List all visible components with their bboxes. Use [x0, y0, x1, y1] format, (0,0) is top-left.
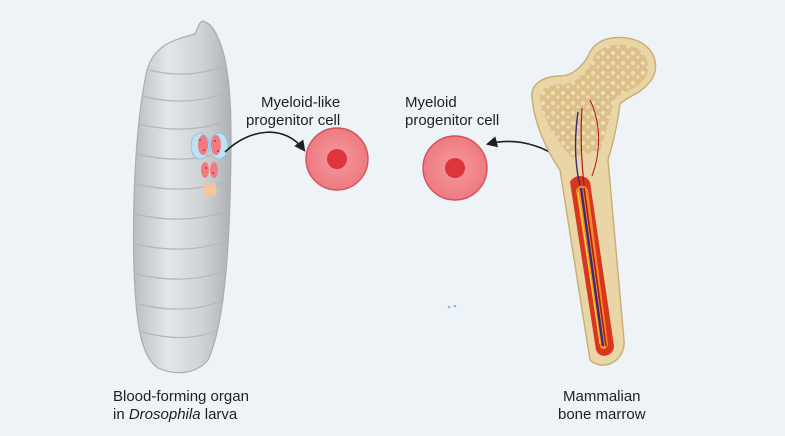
larva-label-species: Drosophila	[128, 406, 201, 423]
larva-segments	[134, 65, 232, 339]
marrow-label-line1: Mammalian	[563, 388, 641, 405]
larva-body	[132, 20, 232, 374]
arrow-larva-to-cell	[224, 131, 306, 153]
myeloid-cell	[422, 135, 488, 201]
myeloid-like-cell-label: Myeloid-like progenitor cell	[246, 94, 340, 130]
larva-illustration	[132, 20, 232, 374]
myeloid-like-label-line1: Myeloid-like	[261, 94, 341, 111]
myeloid-label-line2: progenitor cell	[405, 112, 500, 129]
marrow-label-line2: bone marrow	[558, 406, 646, 423]
small-dots	[447, 304, 457, 309]
myeloid-like-label-line2: progenitor cell	[246, 112, 341, 129]
larva-label-line1: Blood-forming organ	[113, 388, 249, 405]
myeloid-label-line1: Myeloid	[405, 94, 457, 111]
larva-label: Blood-forming organ in Drosophila larva	[113, 388, 249, 424]
femur-illustration	[531, 36, 657, 366]
myeloid-cell-label: Myeloid progenitor cell	[405, 94, 499, 130]
spongy-bone	[540, 44, 649, 158]
larva-label-line2: in Drosophila larva	[113, 406, 249, 424]
lymph-gland	[190, 132, 229, 197]
bone-marrow-label: Mammalian bone marrow	[558, 388, 646, 424]
larva-label-prefix: in	[113, 406, 129, 423]
larva-label-suffix: larva	[200, 406, 238, 423]
myeloid-like-cell	[305, 127, 369, 191]
